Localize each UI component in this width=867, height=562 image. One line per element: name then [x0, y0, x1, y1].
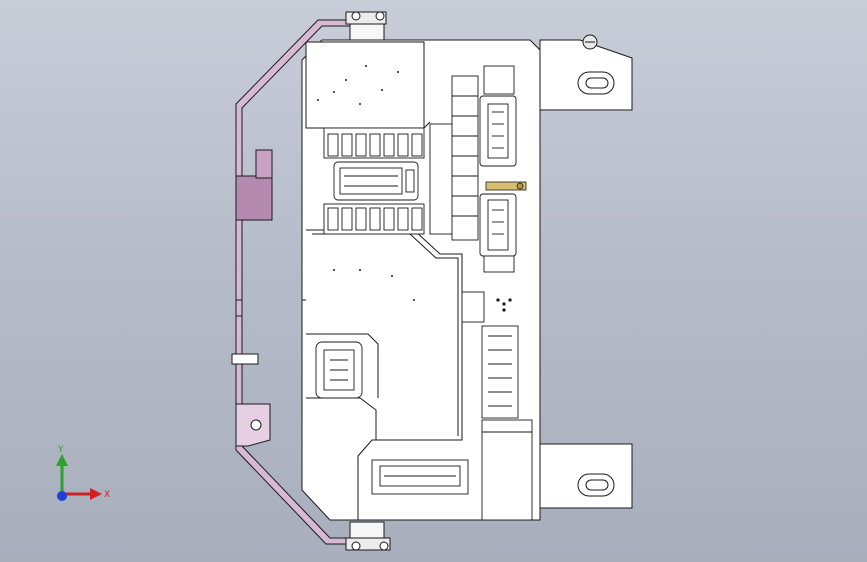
side-pin-header [461, 291, 519, 419]
brass-pin [485, 181, 527, 191]
left-middle-connector [315, 341, 363, 399]
y-axis-label: Y [57, 445, 64, 455]
upper-relay-row [323, 127, 425, 159]
x-axis-arrow [62, 488, 102, 500]
bottom-connector [371, 459, 469, 495]
left-bracket[interactable] [231, 19, 359, 545]
lower-relay-row [323, 203, 425, 235]
x-axis-label: X [104, 490, 110, 500]
top-plate-dots [317, 65, 415, 301]
center-connector [333, 161, 419, 201]
z-axis-dot [57, 491, 67, 501]
bottom-hinge [345, 521, 391, 551]
lower-right-connector [479, 193, 517, 273]
top-hinge [345, 11, 387, 41]
fuse-column [429, 75, 479, 241]
bottom-right-block [481, 419, 533, 521]
right-mounting-bracket [539, 34, 633, 509]
upper-right-connector [479, 65, 517, 167]
y-axis-arrow [56, 454, 68, 494]
